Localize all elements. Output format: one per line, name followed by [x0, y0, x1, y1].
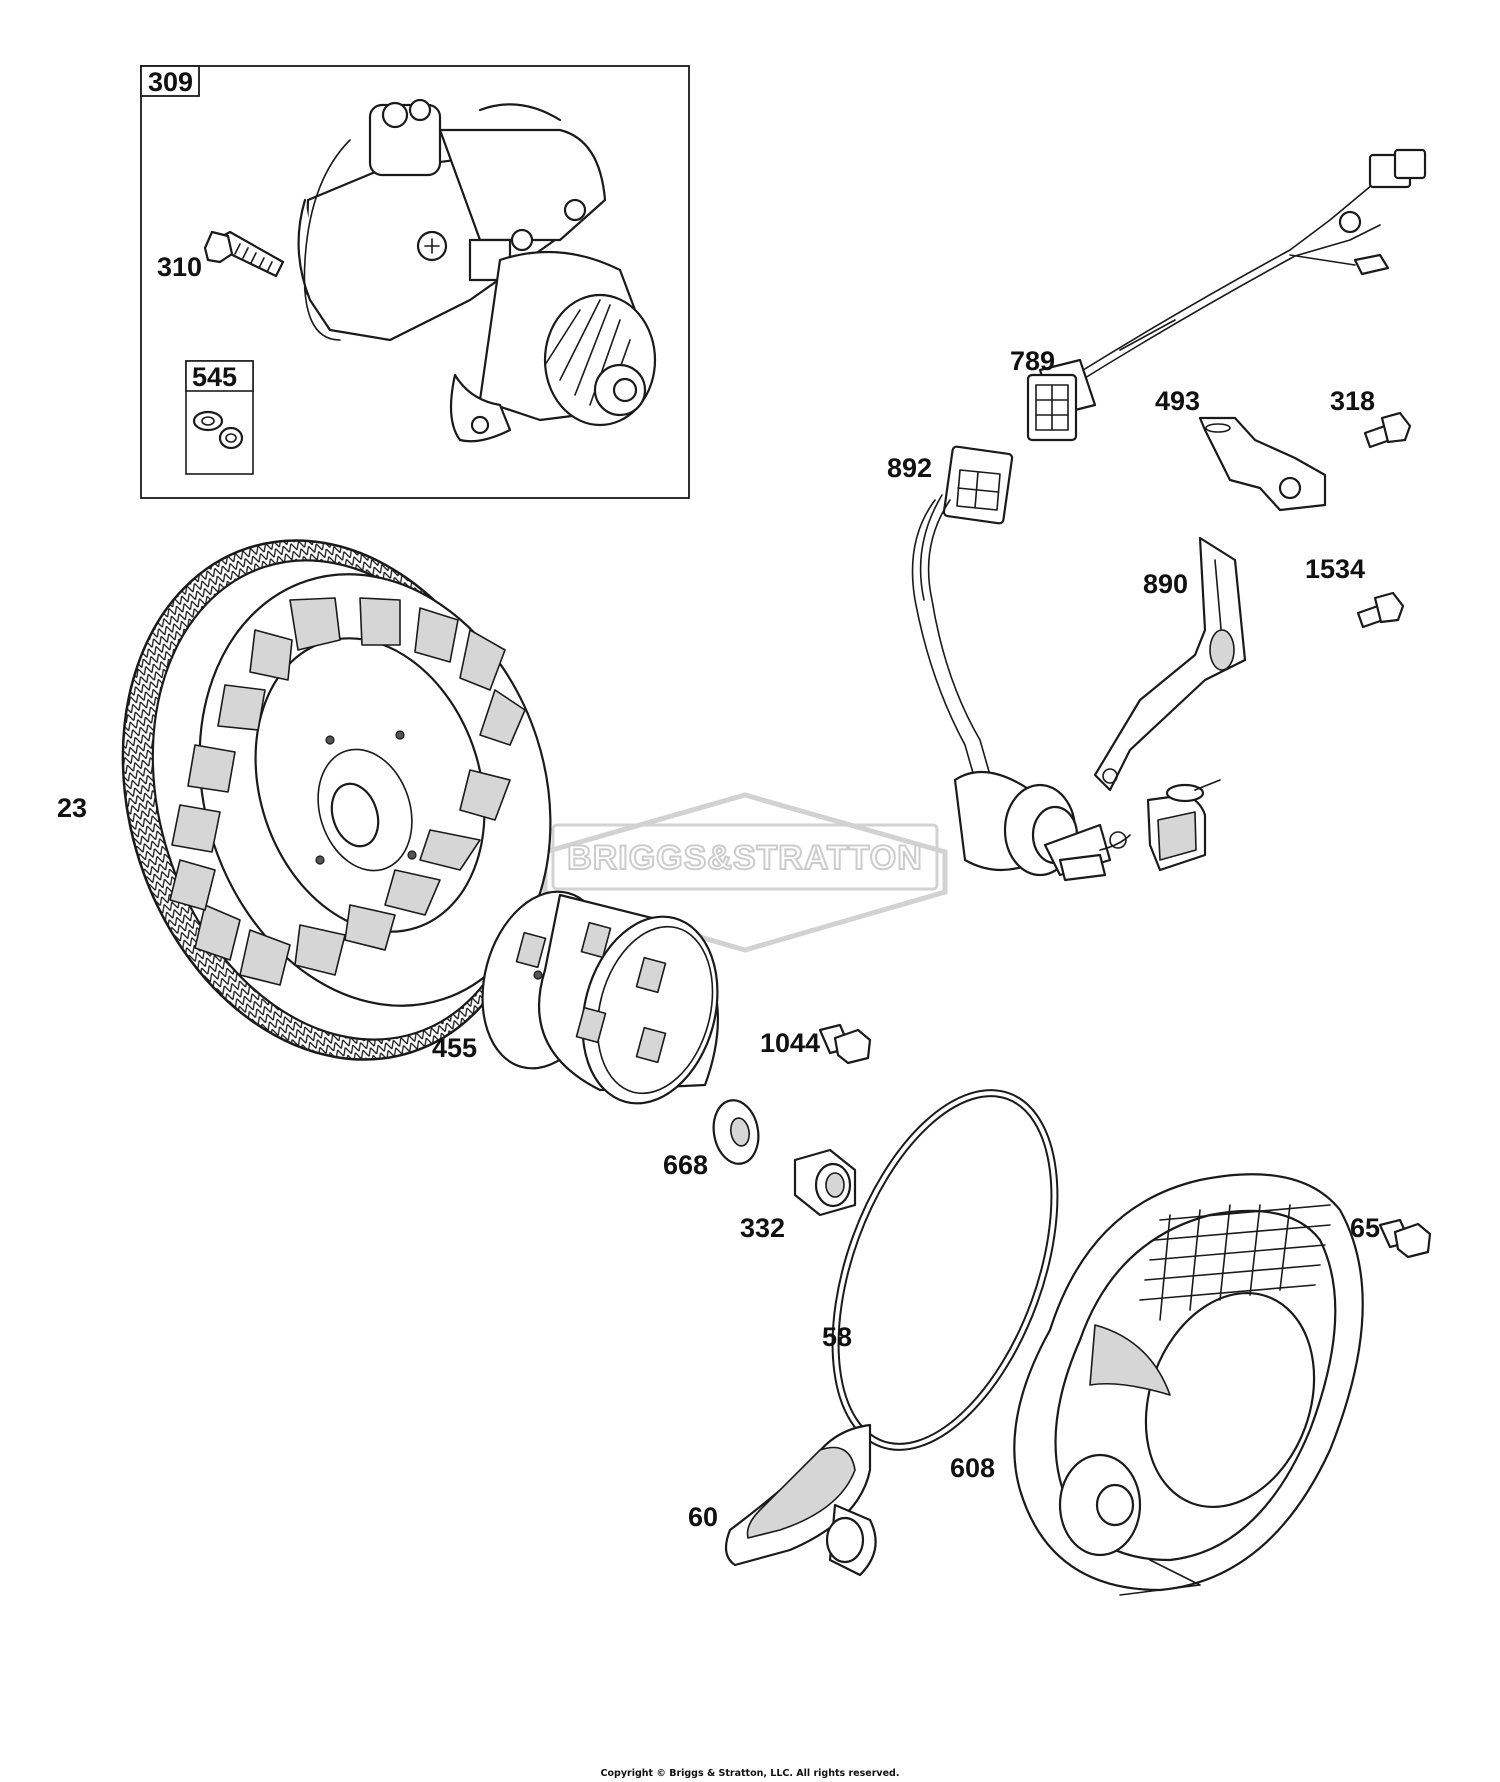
bolt-icon-1044 — [818, 1023, 872, 1065]
starter-motor-icon — [297, 98, 657, 443]
label-608: 608 — [950, 1453, 995, 1483]
washer-icon-668 — [712, 1099, 760, 1165]
label-493: 493 — [1155, 386, 1200, 416]
bracket-icon-493 — [1198, 416, 1327, 512]
nut-icon-332 — [793, 1148, 857, 1217]
flywheel-icon-23 — [121, 539, 552, 1061]
seal-ring-icon-58 — [831, 1089, 1059, 1451]
label-309: 309 — [148, 67, 193, 97]
label-1534: 1534 — [1305, 554, 1365, 584]
brand-watermark: BRIGGS&STRATTON — [542, 792, 948, 953]
label-318: 318 — [1330, 386, 1375, 416]
label-455: 455 — [432, 1033, 477, 1063]
wire-harness-icon-789 — [1026, 148, 1427, 442]
label-332: 332 — [740, 1213, 785, 1243]
copyright-notice: Copyright © Briggs & Stratton, LLC. All … — [601, 1768, 900, 1779]
bolt-icon-310 — [203, 230, 285, 278]
label-668: 668 — [663, 1150, 708, 1180]
ignition-switch-icon-892 — [911, 445, 1221, 882]
fan-cup-icon-455 — [481, 890, 719, 1105]
label-65: 65 — [1350, 1213, 1380, 1243]
bracket-icon-890 — [1093, 536, 1247, 792]
label-789: 789 — [1010, 346, 1055, 376]
label-58: 58 — [822, 1322, 852, 1352]
label-545: 545 — [192, 362, 237, 392]
label-892: 892 — [887, 453, 932, 483]
bolt-icon-318 — [1363, 411, 1412, 449]
label-60: 60 — [688, 1502, 718, 1532]
washer-icon-545 — [192, 410, 244, 450]
part-labels: 309 310 545 789 493 318 892 890 1534 23 … — [57, 67, 1380, 1532]
bolt-icon-1534 — [1356, 591, 1405, 629]
rewind-starter-icon-608 — [1013, 1173, 1364, 1596]
label-1044: 1044 — [760, 1028, 820, 1058]
bolt-icon-65 — [1378, 1218, 1432, 1259]
label-23: 23 — [57, 793, 87, 823]
watermark-text: BRIGGS&STRATTON — [567, 839, 923, 877]
label-890: 890 — [1143, 569, 1188, 599]
label-310: 310 — [157, 252, 202, 282]
starter-motor-group — [140, 65, 690, 499]
starter-handle-icon-60 — [724, 1423, 877, 1577]
